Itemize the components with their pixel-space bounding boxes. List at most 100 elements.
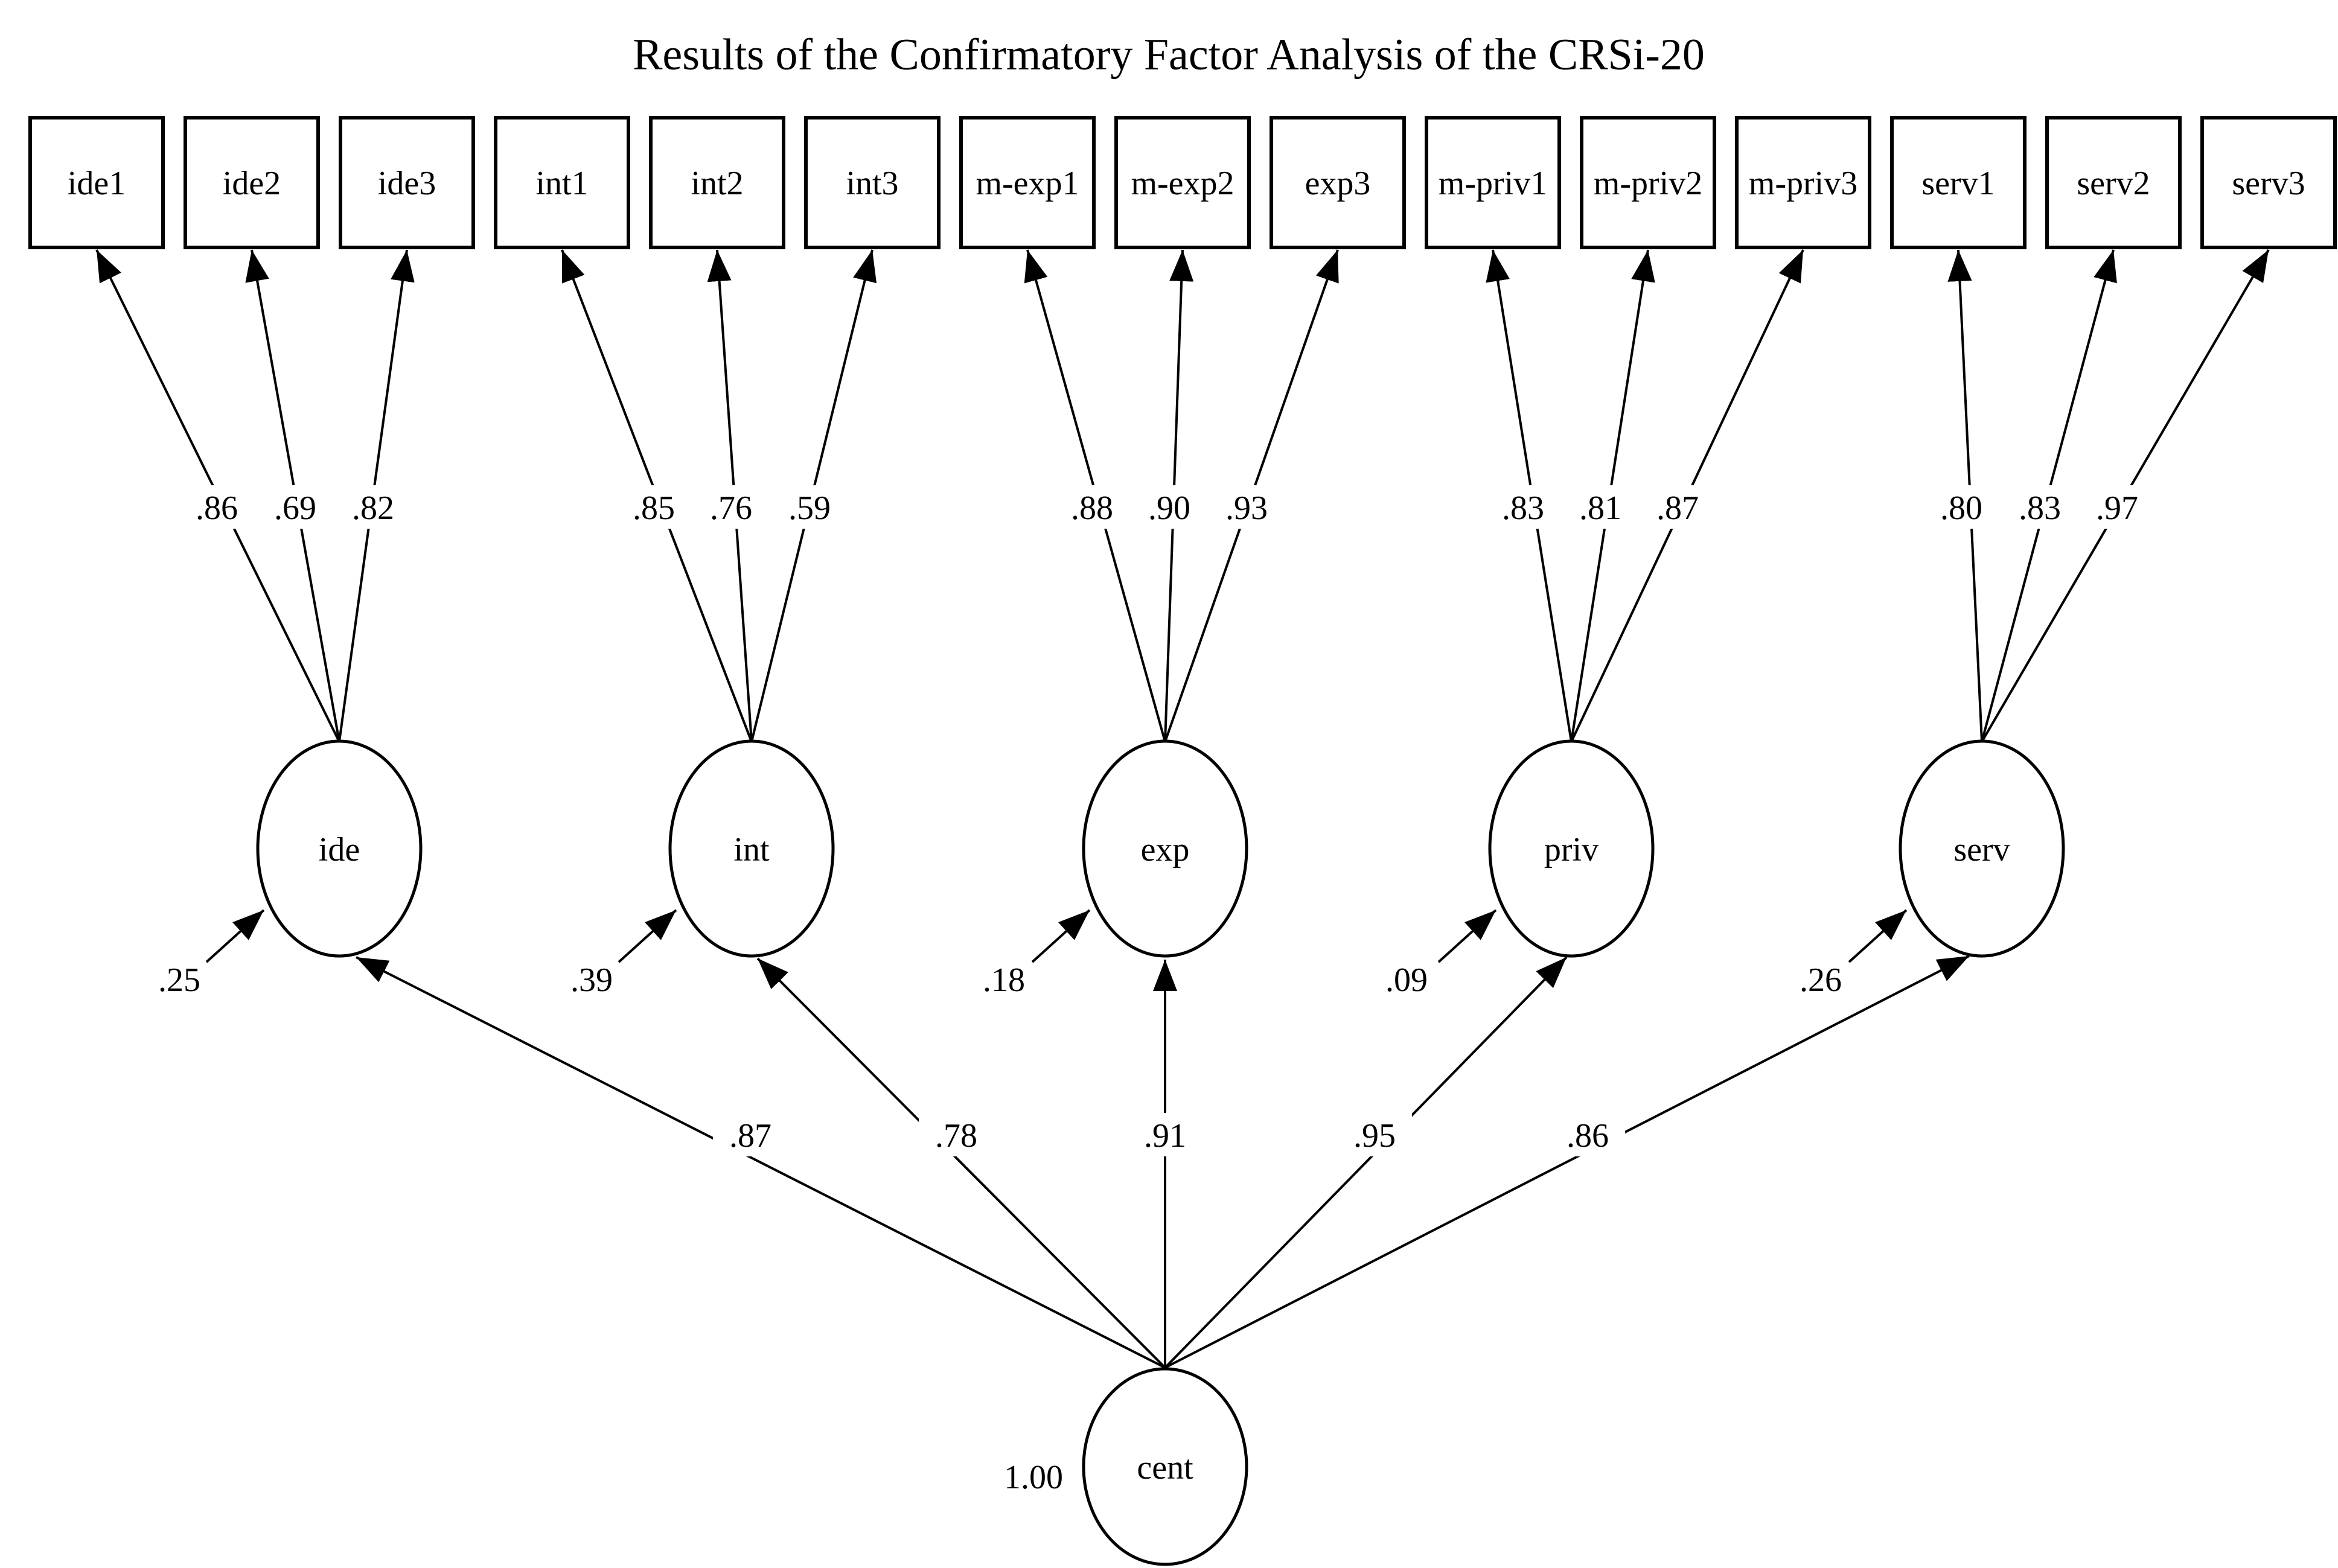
indicator-label-mpriv3: m-priv3: [1749, 165, 1857, 202]
indicator-box-int3: [804, 116, 941, 249]
loading-label-int2: .76: [710, 489, 752, 527]
label-mask: [179, 485, 254, 529]
residual-label-ide: .25: [158, 961, 200, 999]
factor-label-int: int: [733, 831, 770, 868]
loading-label-ide2: .69: [274, 489, 316, 527]
indicator-box-ide3: [339, 116, 475, 249]
indicator-label-serv1: serv1: [1921, 165, 1995, 202]
residual-arrow-priv: [1437, 909, 1497, 963]
second-order-factor: cent 1.00: [1004, 1367, 1248, 1566]
indicator-boxes: ide1 ide2 ide3 int1 int2 int3 m-exp1 m-e…: [28, 116, 2337, 249]
label-mask: [2080, 485, 2154, 529]
cent-ellipse: [1082, 1367, 1248, 1566]
second-order-loading-int: .78: [935, 1117, 977, 1155]
label-mask: [2002, 485, 2077, 529]
label-mask: [1550, 1113, 1625, 1156]
arrow-cent-priv: [1164, 956, 1568, 1369]
label-mask: [1640, 485, 1715, 529]
label-mask: [1128, 1113, 1203, 1156]
factor-ellipse-exp: [1082, 739, 1248, 958]
second-order-loading-priv: .95: [1353, 1117, 1396, 1155]
arrow-cent-int: [756, 957, 1166, 1369]
indicator-label-exp3: exp3: [1305, 165, 1371, 202]
residual-label-exp: .18: [983, 961, 1025, 999]
factor-ellipse-serv: [1899, 739, 2065, 958]
indicator-box-ide2: [184, 116, 320, 249]
arrow-cent-serv: [1164, 955, 1970, 1369]
factor-ellipses: ide int exp priv serv: [256, 739, 2065, 958]
second-order-arrows: [356, 955, 1970, 1369]
label-mask: [919, 1113, 994, 1156]
arrow-cent-ide: [356, 956, 1166, 1369]
loading-label-int1: .85: [633, 489, 675, 527]
indicator-box-mexp2: [1114, 116, 1251, 249]
loading-label-serv1: .80: [1940, 489, 1982, 527]
indicator-label-mpriv2: m-priv2: [1594, 165, 1702, 202]
indicator-box-serv2: [2045, 116, 2182, 249]
cent-label: cent: [1137, 1449, 1193, 1487]
factor-ellipse-priv: [1488, 739, 1655, 958]
label-mask: [258, 485, 333, 529]
indicator-box-mpriv2: [1580, 116, 1716, 249]
indicator-label-ide2: ide2: [223, 165, 281, 202]
label-mask: [694, 485, 768, 529]
indicator-box-serv3: [2200, 116, 2337, 249]
residual-arrows: [205, 909, 1908, 963]
residual-arrow-exp: [1031, 909, 1091, 963]
label-mask: [336, 485, 410, 529]
loading-label-ide3: .82: [352, 489, 394, 527]
second-order-loading-exp: .91: [1144, 1117, 1186, 1155]
loading-label-ide1: .86: [196, 489, 238, 527]
residual-label-serv: .26: [1800, 961, 1842, 999]
residual-arrow-ide: [205, 909, 265, 963]
loading-label-serv2: .83: [2019, 489, 2061, 527]
indicator-label-serv3: serv3: [2232, 165, 2305, 202]
indicator-label-ide1: ide1: [68, 165, 126, 202]
loading-label-mpriv2: .81: [1579, 489, 1621, 527]
indicator-box-mpriv1: [1425, 116, 1561, 249]
loading-label-exp3: .93: [1225, 489, 1268, 527]
residual-labels: .25 .39 .18 .09 .26: [158, 961, 1842, 999]
indicator-box-serv1: [1890, 116, 2027, 249]
indicator-box-mpriv3: [1735, 116, 1871, 249]
factor-label-priv: priv: [1544, 831, 1599, 868]
loading-label-mexp2: .90: [1148, 489, 1190, 527]
residual-arrow-int: [618, 909, 677, 963]
factor-label-exp: exp: [1141, 831, 1190, 868]
loading-labels: .86 .69 .82 .85 .76 .59 .88 .90 .93 .83 …: [179, 485, 2154, 529]
factor-ellipse-ide: [256, 739, 423, 958]
indicator-box-int1: [494, 116, 630, 249]
label-mask: [772, 485, 847, 529]
label-mask: [1055, 485, 1129, 529]
loading-label-mexp1: .88: [1071, 489, 1113, 527]
label-mask: [1924, 485, 1999, 529]
label-mask: [1563, 485, 1638, 529]
indicator-label-int1: int1: [535, 165, 588, 202]
indicator-label-int3: int3: [846, 165, 898, 202]
label-mask: [616, 485, 691, 529]
loading-label-int3: .59: [788, 489, 831, 527]
indicator-box-exp3: [1270, 116, 1406, 249]
label-mask: [1337, 1113, 1412, 1156]
indicator-box-int2: [649, 116, 785, 249]
indicator-label-int2: int2: [691, 165, 743, 202]
indicator-box-ide1: [28, 116, 165, 249]
indicator-label-mexp2: m-exp2: [1131, 165, 1234, 202]
second-order-loading-labels: .87 .78 .91 .95 .86: [713, 1113, 1625, 1156]
factor-label-serv: serv: [1953, 831, 2010, 868]
indicator-label-mpriv1: m-priv1: [1439, 165, 1547, 202]
indicator-label-mexp1: m-exp1: [976, 165, 1079, 202]
indicator-label-ide3: ide3: [378, 165, 436, 202]
indicator-label-serv2: serv2: [2077, 165, 2150, 202]
second-order-loading-serv: .86: [1567, 1117, 1609, 1155]
residual-label-int: .39: [570, 961, 613, 999]
residual-label-priv: .09: [1385, 961, 1428, 999]
label-mask: [1132, 485, 1207, 529]
residual-arrow-serv: [1848, 909, 1908, 963]
label-mask: [713, 1113, 788, 1156]
second-order-loading-ide: .87: [729, 1117, 771, 1155]
diagram-title: Results of the Confirmatory Factor Analy…: [633, 30, 1705, 80]
loading-label-serv3: .97: [2096, 489, 2138, 527]
factor-label-ide: ide: [319, 831, 360, 868]
